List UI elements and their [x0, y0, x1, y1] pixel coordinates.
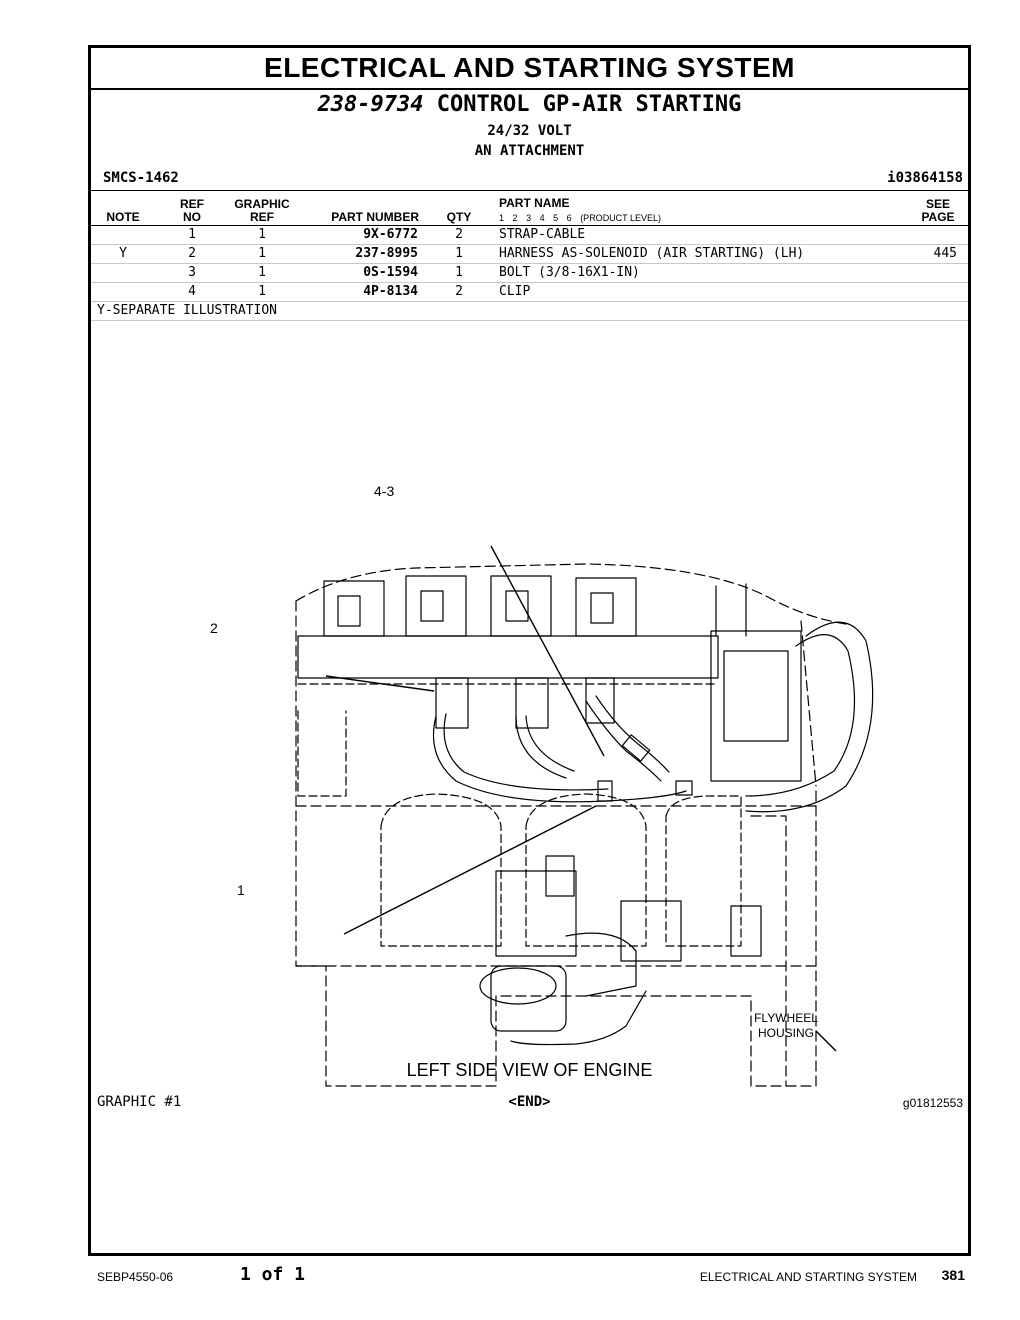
callout-2: 2: [210, 620, 218, 636]
row-see-page: 445: [933, 246, 957, 261]
callout-4-3: 4-3: [374, 483, 395, 499]
product-level-4: 4: [539, 213, 545, 223]
row-ref-no: 2: [188, 246, 196, 261]
header-ref-bottom: NO: [183, 210, 201, 224]
table-row: 4 1 4P-8134 2 CLIP: [91, 283, 968, 302]
header-see-bottom: PAGE: [921, 210, 955, 224]
header-graphic-top: GRAPHIC: [234, 197, 290, 211]
row-part-name: HARNESS AS-SOLENOID (AIR STARTING) (LH): [499, 246, 805, 261]
table-row: 1 1 9X-6772 2 STRAP-CABLE: [91, 226, 968, 245]
product-level-2: 2: [512, 213, 518, 223]
header-ref-top: REF: [180, 197, 204, 211]
engine-illustration: [295, 545, 874, 1087]
end-marker: <END>: [508, 1094, 551, 1110]
row-ref-no: 3: [188, 265, 196, 280]
row-qty: 1: [455, 265, 463, 280]
row-note: Y: [119, 246, 127, 261]
header-note: NOTE: [106, 210, 140, 224]
flywheel-housing-label: FLYWHEEL HOUSING: [746, 1011, 826, 1041]
header-top-rule: [91, 190, 968, 191]
row-qty: 2: [455, 284, 463, 299]
product-level-1: 1: [499, 213, 505, 223]
note-row: Y-SEPARATE ILLUSTRATION: [91, 302, 968, 321]
product-level-6: 6: [566, 213, 572, 223]
flywheel-label-line1: FLYWHEEL: [754, 1011, 818, 1025]
product-level-label: (PRODUCT LEVEL): [580, 213, 662, 223]
row-part-number: 237-8995: [355, 246, 418, 261]
row-part-number: 9X-6772: [363, 227, 418, 242]
group-subtitle-voltage: 24/32 VOLT: [487, 123, 572, 139]
footer-page-number: 381: [941, 1267, 965, 1283]
row-part-number: 0S-1594: [363, 265, 418, 280]
row-qty: 1: [455, 246, 463, 261]
group-name: CONTROL GP-AIR STARTING: [436, 92, 742, 117]
header-bottom-rule: [91, 225, 968, 226]
info-number: i03864158: [887, 170, 963, 186]
row-part-name: CLIP: [499, 284, 531, 299]
row-part-name: BOLT (3/8-16X1-IN): [499, 265, 640, 280]
illustration-caption: LEFT SIDE VIEW OF ENGINE: [406, 1060, 653, 1080]
footer-section: ELECTRICAL AND STARTING SYSTEM: [699, 1270, 917, 1284]
footer-page-of: 1 of 1: [240, 1264, 306, 1285]
row-graphic-ref: 1: [258, 265, 266, 280]
row-ref-no: 4: [188, 284, 196, 299]
header-part-name: PART NAME: [499, 196, 570, 210]
row-qty: 2: [455, 227, 463, 242]
table-row: 3 1 0S-1594 1 BOLT (3/8-16X1-IN): [91, 264, 968, 283]
row-graphic-ref: 1: [258, 284, 266, 299]
group-part-number: 238-9734: [317, 92, 424, 117]
header-graphic-bottom: REF: [250, 210, 274, 224]
header-see-top: SEE: [925, 197, 950, 211]
flywheel-label-line2: HOUSING: [757, 1026, 814, 1040]
header-part-number: PART NUMBER: [331, 210, 419, 224]
footer-document-id: SEBP4550-06: [97, 1270, 174, 1284]
group-subtitle-attachment: AN ATTACHMENT: [474, 143, 585, 159]
parts-page-frame: ELECTRICAL AND STARTING SYSTEM 238-9734 …: [88, 45, 971, 1256]
row-part-name: STRAP-CABLE: [499, 227, 586, 242]
row-graphic-ref: 1: [258, 246, 266, 261]
product-level-3: 3: [526, 213, 532, 223]
callout-1: 1: [237, 882, 245, 898]
group-title: 238-9734 CONTROL GP-AIR STARTING: [91, 92, 968, 117]
row-ref-no: 1: [188, 227, 196, 242]
graphic-label: GRAPHIC #1: [97, 1094, 182, 1110]
separate-illustration-note: Y-SEPARATE ILLUSTRATION: [97, 303, 278, 318]
graphic-id: g01812553: [902, 1096, 963, 1110]
product-levels: 1 2 3 4 5 6 (PRODUCT LEVEL): [499, 213, 661, 223]
row-part-number: 4P-8134: [363, 284, 418, 299]
header-qty: QTY: [446, 210, 472, 224]
row-graphic-ref: 1: [258, 227, 266, 242]
section-title: ELECTRICAL AND STARTING SYSTEM: [91, 48, 968, 90]
smcs-code: SMCS-1462: [103, 170, 179, 186]
table-row: Y 2 1 237-8995 1 HARNESS AS-SOLENOID (AI…: [91, 245, 968, 264]
product-level-5: 5: [553, 213, 559, 223]
